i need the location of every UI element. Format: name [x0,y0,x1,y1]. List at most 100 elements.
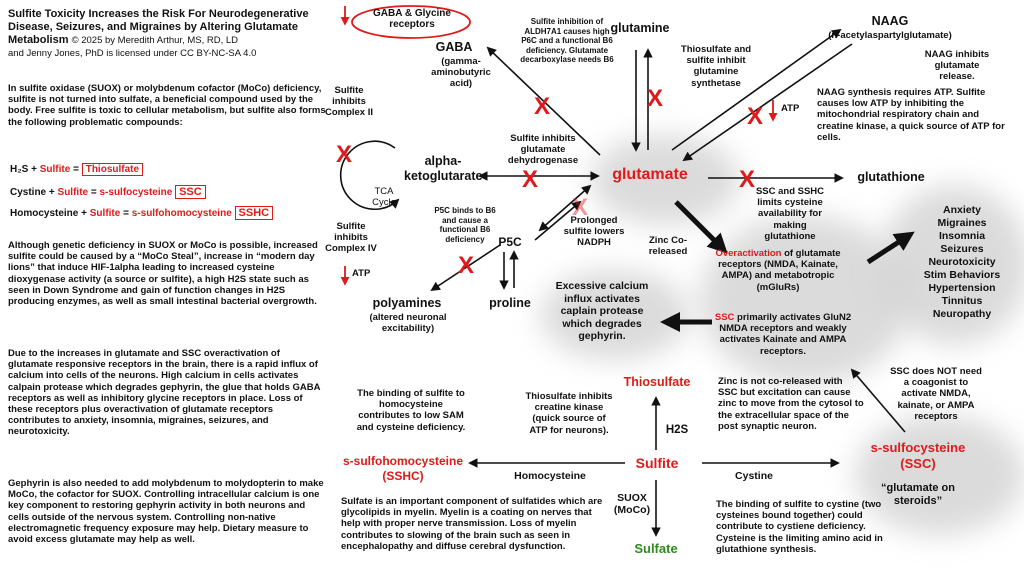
x-mark-polyamines: X [458,252,474,279]
eq2-cystine: Cystine [10,187,47,198]
equation-3: Homocysteine + Sulfite = s-sulfohomocyst… [10,206,274,220]
node-naag-sub: (n-acetylaspartylglutamate) [828,30,952,41]
gephyrin-paragraph: Gephyrin is also needed to add molybdenu… [8,478,324,546]
thick-arrow-glutamate-to-receptors [674,200,728,254]
eq3-sshc-tag: SSHC [234,206,274,220]
x-mark-naag: X [747,103,763,130]
note-glutamine-synthetase: Thiosulfate and sulfite inhibit glutamin… [680,44,752,89]
node-p5c: P5C [498,235,522,249]
node-thiosulfate: Thiosulfate [623,375,691,389]
note-ssc-glun2: SSC primarily activates GluN2 NMDA recep… [712,312,854,357]
node-polyamines: polyamines [372,296,442,310]
intro-paragraph: In sulfite oxidase (SUOX) or molybdenum … [8,83,326,128]
x-mark-gdh: X [522,166,538,193]
thick-arrow-receptors-to-symptoms [866,231,915,265]
note-zinc-co-released: Zinc Co-released [648,235,688,258]
arrow-ssc-to-receptors [850,368,906,433]
node-sulfate: Sulfate [634,541,678,556]
note-overactivation-word: Overactivation [715,248,782,259]
symptom-item: Anxiety [943,204,981,216]
arrow-glutamate-to-gaba [486,46,601,156]
equation-2: Cystine + Sulfite = s-sulfocysteine SSC [10,185,206,199]
symptom-item: Migraines [937,217,987,229]
node-glutamine: glutamine [610,21,670,35]
eq2-sulfocysteine: s-sulfocysteine [99,187,173,198]
symptom-item: Tinnitus [941,295,983,307]
symptom-item: Seizures [940,243,984,255]
note-aldh7a1: Sulfite inhibition of ALDH7A1 causes hig… [520,17,614,64]
node-tca-cycle: TCA Cycle [372,186,396,209]
x-mark-complex2: X [336,141,352,168]
eq2-equals: = [90,187,97,198]
gaba-glycine-ellipse [351,5,471,39]
note-sam: The binding of sulfite to homocysteine c… [356,388,466,433]
note-p5c-b6: P5C binds to B6 and cause a functional B… [434,206,496,244]
glow-symptoms [880,185,1024,345]
node-naag: NAAG [871,14,909,28]
note-glutamate-dehydrogenase: Sulfite inhibits glutamate dehydrogenase [507,133,579,167]
arrow-naag-to-glutamate [682,43,853,162]
node-proline: proline [489,296,531,310]
arrow-p5c-to-polyamines [430,244,501,292]
node-ssc-quote: “glutamate on steroids” [881,482,955,507]
title-line-1: Sulfite Toxicity Increases the Risk For … [8,8,309,20]
tca-cycle-arc [339,140,400,211]
note-complex-ii: Sulfite inhibits Complex II [324,85,374,119]
node-homocysteine: Homocysteine [514,470,586,482]
mechanism-paragraph: Due to the increases in glutamate and SS… [8,348,321,438]
glow-receptors [700,215,910,385]
note-complex-iv: Sulfite inhibits Complex IV [325,221,377,255]
note-coagonist: SSC does NOT need a coagonist to activat… [890,366,982,422]
symptom-item: Stim Behaviors [923,269,1001,281]
node-gaba-sub: (gamma-aminobutyric acid) [431,56,491,90]
note-myelin: Sulfate is an important component of sul… [341,496,603,552]
title-line-3: Metabolism © 2025 by Meredith Arthur, MS… [8,34,338,47]
node-sulfite: Sulfite [635,455,679,471]
symptom-item: Neurotoxicity [928,256,996,268]
node-glutathione: glutathione [857,170,925,184]
node-cystine: Cystine [735,470,773,482]
note-cystine-binding: The binding of sulfite to cystine (two c… [716,499,883,555]
note-zinc-not-coreleased: Zinc is not co-released with SSC but exc… [718,376,864,432]
node-gaba-glycine-receptors: GABA & Glycine receptors [373,8,451,30]
glow-glutamate [590,135,740,225]
eq3-sulfohomocysteine: s-sulfohomocysteine [131,208,232,219]
symptoms-list: Anxiety Migraines Insomnia Seizures Neur… [908,204,1016,321]
eq2-sulfite: Sulfite [57,187,89,198]
note-naag-atp: NAAG synthesis requires ATP. Sulfite cau… [817,87,1005,143]
eq1-sulfite: Sulfite [39,164,71,175]
causes-paragraph: Although genetic deficiency in SUOX or M… [8,240,318,308]
title-line-2: Disease, Seizures, and Migraines by Alte… [8,21,298,33]
glow-ssc [855,415,1024,535]
node-polyamines-sub: (altered neuronal excitability) [369,312,447,335]
title-word-metabolism: Metabolism [8,34,69,46]
node-gaba: GABA [435,40,473,54]
note-calpain: Excessive calcium influx activates capla… [555,280,649,342]
note-atp-2: ATP [352,268,371,279]
note-overactivation: Overactivation of glutamate receptors (N… [712,248,844,293]
eq1-equals: = [73,164,79,175]
note-ssc-glutathione: SSC and SSHC limits cysteine availabilit… [755,186,825,242]
note-ssc-word: SSC [714,312,735,323]
note-nadph: Prolonged sulfite lowers NADPH [563,215,625,249]
note-overactivation-rest: of glutamate receptors (NMDA, Kainate, A… [718,248,841,293]
node-suox: SUOX (MoCo) [613,492,651,516]
arrow-glutamate-to-naag [671,28,842,151]
symptom-item: Neuropathy [932,308,992,320]
node-sshc: s-sulfohomocysteine (SSHC) [342,454,464,483]
eq3-sulfite: Sulfite [89,208,121,219]
node-alpha-ketoglutarate: alpha-ketoglutarate [404,154,483,183]
note-creatine-kinase: Thiosulfate inhibits creatine kinase (qu… [525,391,613,436]
eq1-plus: + [31,164,37,175]
eq1-h2s: H₂S [10,164,29,175]
symptom-item: Hypertension [928,282,996,294]
x-mark-nadph: X [572,194,588,221]
eq3-plus: + [81,208,87,219]
arrow-glutamate-p5c-2 [534,200,582,241]
eq1-thiosulfate: Thiosulfate [81,163,144,176]
eq2-plus: + [48,187,55,198]
node-h2s: H2S [665,424,689,436]
credit-line-1: © 2025 by Meredith Arthur, MS, RD, LD [71,35,239,46]
credit-line-2: and Jenny Jones, PhD is licensed under C… [8,48,257,59]
